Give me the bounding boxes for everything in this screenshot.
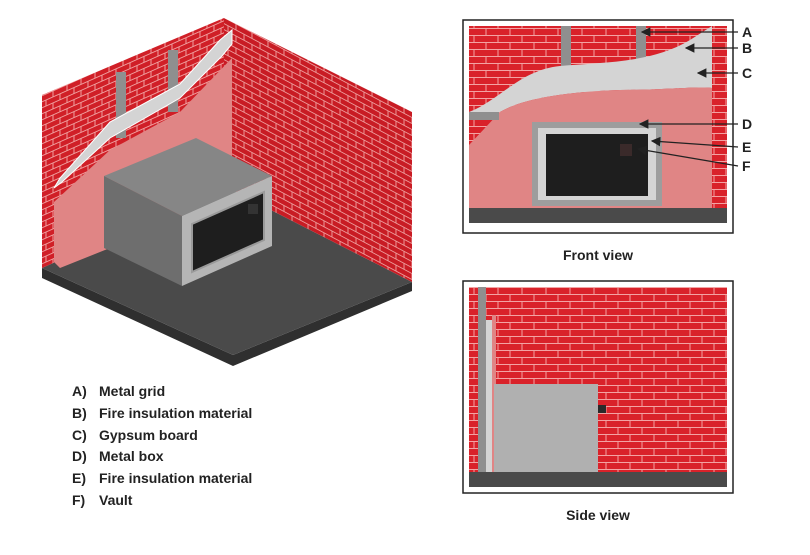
side-view — [462, 280, 734, 494]
callout-label-a: A — [742, 24, 752, 40]
metal-grid-post — [636, 26, 646, 82]
isometric-view — [42, 18, 412, 366]
vault-door — [546, 134, 648, 196]
fire-insulation-layer — [53, 28, 233, 189]
metal-box-top — [104, 138, 272, 216]
fire-insulation-layer — [469, 26, 712, 112]
legend-key: E) — [72, 470, 86, 487]
legend-key: D) — [72, 448, 87, 465]
side-floor — [469, 472, 727, 487]
legend-item: B) Fire insulation material — [72, 403, 252, 425]
metal-grid-post — [561, 26, 571, 86]
legend-item: F) Vault — [72, 490, 252, 512]
legend-key: B) — [72, 404, 87, 421]
callouts — [636, 27, 739, 167]
front-floor — [469, 208, 727, 223]
legend-text: Fire insulation material — [99, 404, 253, 421]
legend-text: Metal grid — [99, 383, 166, 399]
metal-grid-post — [168, 50, 178, 112]
vault-door — [191, 190, 265, 274]
legend-key: C) — [72, 426, 87, 443]
legend-item: A) Metal grid — [72, 381, 252, 403]
iso-back-wall-right — [224, 18, 412, 282]
legend-text: Vault — [99, 491, 133, 508]
legend-item: C) Gypsum board — [72, 425, 252, 447]
metal-grid-post — [116, 72, 126, 138]
legend-key: A) — [72, 383, 87, 399]
legend-item: E) Fire insulation material — [72, 468, 252, 490]
callout-line-f — [636, 145, 739, 167]
front-view-caption: Front view — [562, 247, 633, 263]
metal-grid-rail — [469, 112, 499, 120]
vault-keypad — [620, 144, 632, 156]
metal-box — [494, 384, 598, 472]
legend-item: D) Metal box — [72, 446, 252, 468]
vault-handle — [248, 204, 258, 214]
legend-key: F) — [72, 491, 86, 508]
iso-floor-side — [42, 268, 412, 366]
legend: A)Metal grid B)Fire insulation material … — [72, 381, 252, 512]
metal-box-left — [104, 176, 182, 286]
callout-label-b: B — [742, 40, 752, 56]
front-view: A B C D E F — [462, 19, 752, 234]
callout-label-f: F — [742, 158, 751, 174]
callout-label-d: D — [742, 116, 752, 132]
side-view-caption: Side view — [566, 507, 630, 523]
legend-text: Gypsum board — [99, 426, 198, 443]
legend-text: Metal box — [99, 448, 164, 465]
callout-line-e — [650, 136, 739, 148]
metal-grid-post — [478, 287, 486, 472]
callout-label-c: C — [742, 65, 752, 81]
fire-insulation-layer — [486, 320, 492, 472]
vault-handle — [598, 405, 606, 413]
legend-text: Fire insulation material — [99, 470, 253, 487]
callout-label-e: E — [742, 139, 751, 155]
